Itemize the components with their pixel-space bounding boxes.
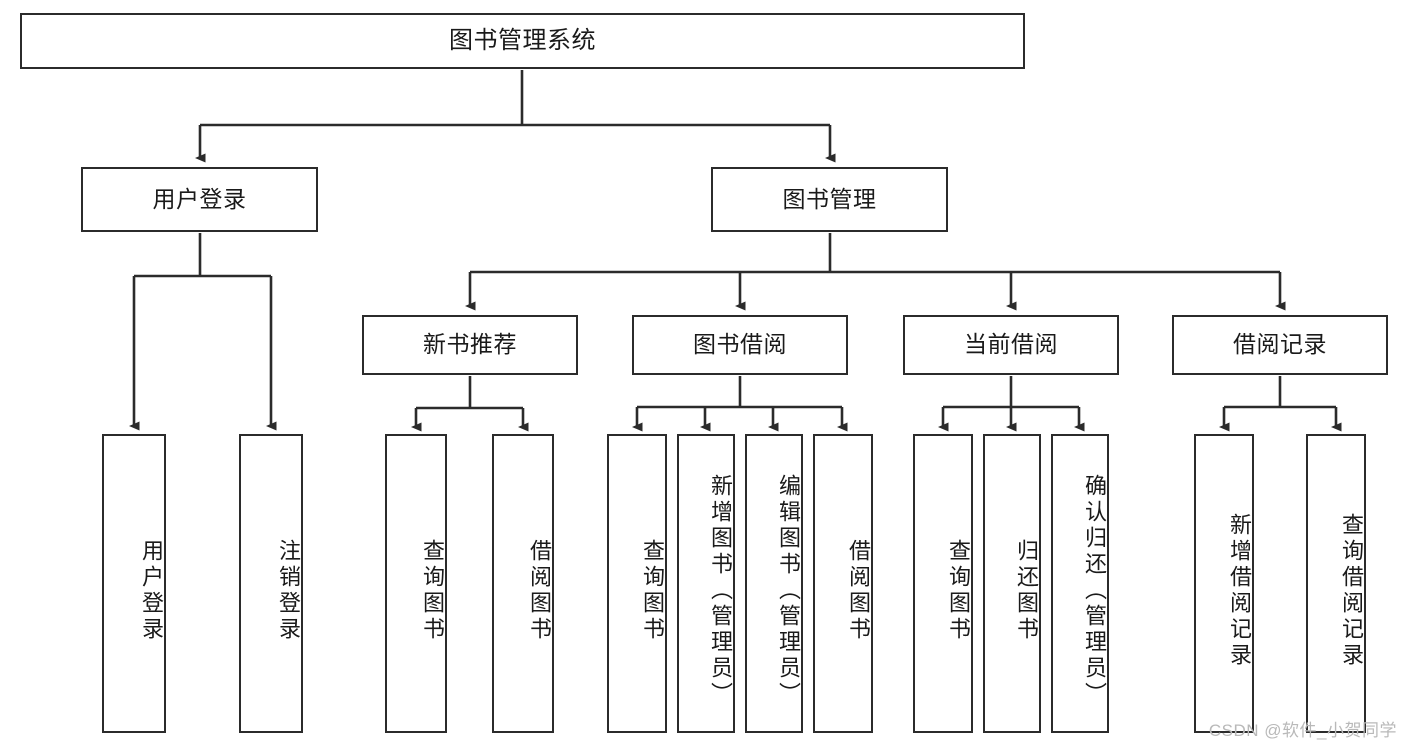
node-label: 借阅图书 <box>846 538 871 643</box>
node-label: 查询图书 <box>640 538 665 643</box>
node-label: 图书管理系统 <box>449 26 596 54</box>
node-borrow-record[interactable]: 借阅记录 <box>1172 315 1388 375</box>
leaf-add-book-admin[interactable]: 新增图书（管理员） <box>677 434 735 733</box>
node-label: 查询图书 <box>420 538 445 643</box>
node-current-borrow[interactable]: 当前借阅 <box>903 315 1119 375</box>
leaf-query-book-borrow[interactable]: 查询图书 <box>607 434 667 733</box>
leaf-query-borrow-record[interactable]: 查询借阅记录 <box>1306 434 1366 733</box>
leaf-confirm-return-admin[interactable]: 确认归还（管理员） <box>1051 434 1109 733</box>
node-label: 图书管理 <box>782 185 877 212</box>
node-label: 借阅图书 <box>527 538 552 643</box>
node-label: 查询借阅记录 <box>1339 512 1364 669</box>
node-new-book-recommend[interactable]: 新书推荐 <box>362 315 578 375</box>
leaf-query-book-recommend[interactable]: 查询图书 <box>385 434 447 733</box>
node-label: 新增图书（管理员） <box>708 473 733 708</box>
node-label: 确认归还（管理员） <box>1082 473 1107 708</box>
node-label: 注销登录 <box>276 538 301 643</box>
leaf-borrow-book-recommend[interactable]: 借阅图书 <box>492 434 554 733</box>
leaf-borrow-book[interactable]: 借阅图书 <box>813 434 873 733</box>
leaf-edit-book-admin[interactable]: 编辑图书（管理员） <box>745 434 803 733</box>
node-root-system[interactable]: 图书管理系统 <box>20 13 1025 69</box>
leaf-query-book-current[interactable]: 查询图书 <box>913 434 973 733</box>
node-book-borrow[interactable]: 图书借阅 <box>632 315 848 375</box>
leaf-add-borrow-record[interactable]: 新增借阅记录 <box>1194 434 1254 733</box>
node-label: 用户登录 <box>152 185 247 212</box>
node-label: 归还图书 <box>1014 538 1039 643</box>
leaf-return-book[interactable]: 归还图书 <box>983 434 1041 733</box>
node-label: 图书借阅 <box>693 331 787 358</box>
csdn-watermark: CSDN @软件_小贺同学 <box>1208 721 1397 740</box>
node-label: 用户登录 <box>139 538 164 643</box>
node-label: 当前借阅 <box>964 331 1058 358</box>
node-label: 编辑图书（管理员） <box>776 473 801 708</box>
node-user-login[interactable]: 用户登录 <box>81 167 318 232</box>
leaf-logout[interactable]: 注销登录 <box>239 434 303 733</box>
node-label: 新增借阅记录 <box>1227 512 1252 669</box>
node-book-management[interactable]: 图书管理 <box>711 167 948 232</box>
node-label: 借阅记录 <box>1233 331 1327 358</box>
node-label: 查询图书 <box>946 538 971 643</box>
leaf-user-login[interactable]: 用户登录 <box>102 434 166 733</box>
node-label: 新书推荐 <box>423 331 517 358</box>
